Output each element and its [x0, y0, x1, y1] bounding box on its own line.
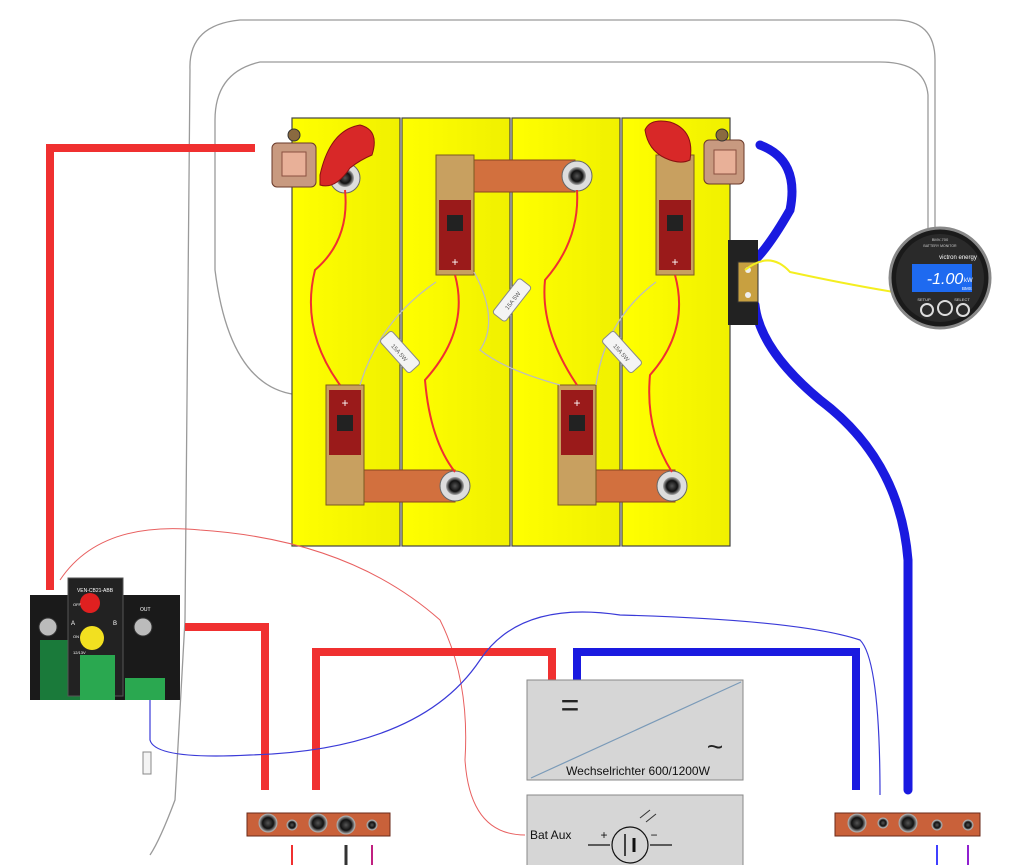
- bms-plus-label: +: [451, 255, 458, 269]
- monitor-sub-unit: BMS: [962, 286, 972, 291]
- shunt: [728, 240, 759, 325]
- aux-minus-sign: −: [650, 828, 657, 842]
- inverter-label: Wechselrichter 600/1200W: [566, 764, 711, 778]
- bms-plus-label: +: [341, 396, 348, 410]
- balance-resistors: 15A 5W 15A 5W 15A 5W: [380, 278, 642, 373]
- relay-voltage-label: 12/13V: [73, 650, 86, 655]
- red-balance-wires: [309, 189, 681, 473]
- bat-aux-label: Bat Aux: [530, 828, 571, 842]
- relay-a-label: A: [71, 621, 75, 627]
- battery-positive-cable: [46, 144, 255, 590]
- main-fuse-holders: [271, 128, 745, 188]
- relay-on-button[interactable]: [80, 626, 104, 650]
- monitor-select-button[interactable]: [956, 303, 970, 317]
- monitor-subtitle: BATTERY MONITOR: [923, 244, 957, 248]
- yellow-sense-wire: [744, 259, 901, 294]
- aux-battery-module: Bat Aux + −: [526, 794, 744, 865]
- bms-board-1: +: [325, 384, 365, 506]
- inverter-dc-symbol: =: [561, 687, 580, 723]
- monitor-brand: victron energy: [939, 255, 977, 261]
- battery-negative-cable: [750, 140, 913, 795]
- relay-signal-wire: [149, 611, 881, 796]
- relay-model-label: VEN-CB21-ABB: [77, 588, 114, 594]
- monitor-display: [912, 264, 972, 292]
- battery-relay: VEN-CB21-ABB OFF ON A B 12/13V OUT: [30, 577, 180, 700]
- aux-signal-wire: [59, 528, 526, 836]
- monitor-reading: -1.00: [927, 271, 964, 288]
- inline-fuse: [142, 751, 152, 775]
- inverter-negative-cable: [573, 648, 860, 790]
- monitor-title: BMV-700: [932, 237, 949, 242]
- monitor-setup-button[interactable]: [920, 303, 934, 317]
- positive-distribution-cables: [185, 623, 556, 790]
- grey-interconnect-wires: [359, 271, 657, 386]
- relay-out-label: OUT: [140, 607, 151, 613]
- bms-boards: + + + +: [325, 154, 695, 506]
- monitor-unit: kW: [964, 278, 973, 284]
- relay-b-label: B: [113, 621, 117, 627]
- negative-terminal-strip: [834, 812, 981, 865]
- inverter-ac-symbol: ~: [707, 731, 723, 762]
- monitor-setup-label: SETUP: [917, 297, 931, 302]
- bms-board-2: +: [435, 154, 475, 276]
- inverter: = ~ Wechselrichter 600/1200W: [526, 679, 744, 781]
- aux-plus-sign: +: [600, 828, 607, 842]
- battery-symbol-icon: [611, 826, 649, 864]
- bms-board-3: +: [557, 384, 597, 506]
- grey-sense-wires: [149, 19, 936, 856]
- bms-board-4: +: [655, 154, 695, 276]
- bms-plus-label: +: [671, 255, 678, 269]
- positive-terminal-strip: [246, 812, 391, 865]
- relay-off-button[interactable]: [80, 593, 100, 613]
- monitor-center-button[interactable]: [937, 300, 953, 316]
- monitor-select-label: SELECT: [954, 297, 970, 302]
- bms-plus-label: +: [573, 396, 580, 410]
- relay-on-label: ON: [73, 634, 79, 639]
- relay-off-label: OFF: [73, 602, 82, 607]
- battery-monitor: BMV-700 BATTERY MONITOR victron energy -…: [888, 226, 992, 330]
- red-terminal-caps: [319, 120, 692, 187]
